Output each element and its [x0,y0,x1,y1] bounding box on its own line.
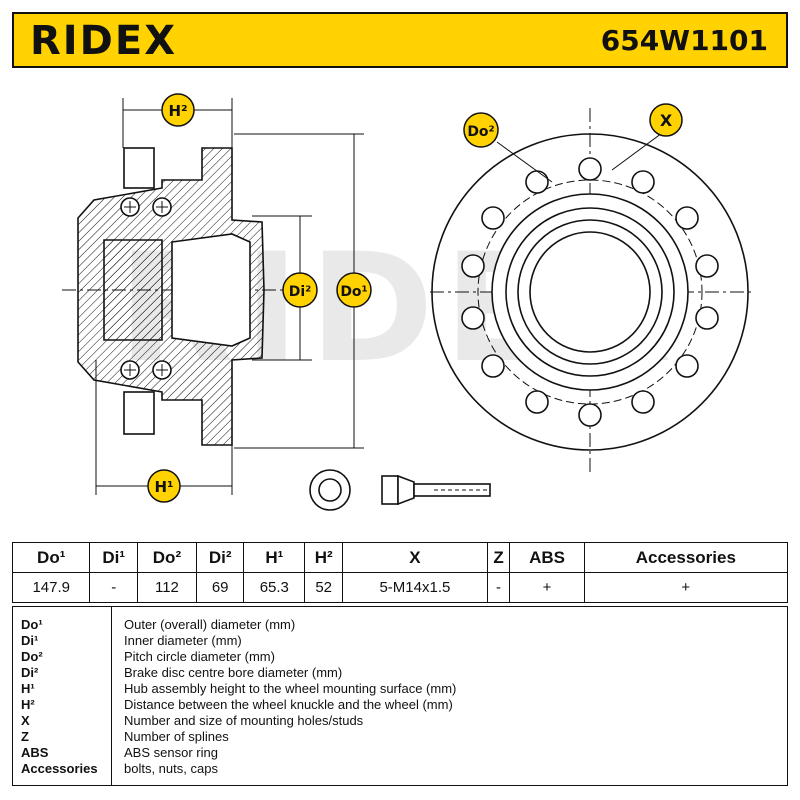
legend-desc: Number and size of mounting holes/studs [124,713,364,728]
legend-key: Accessories [21,761,98,776]
spec-header-cell: Do² [136,542,197,573]
spec-value-cell: + [509,572,585,603]
svg-text:X: X [660,111,673,130]
legend-desc: Outer (overall) diameter (mm) [124,617,296,632]
legend-row: Di² Brake disc centre bore diameter (mm) [13,665,789,681]
spec-value-cell: 112 [136,572,197,603]
legend-desc: Brake disc centre bore diameter (mm) [124,665,343,680]
svg-text:Di²: Di² [289,284,312,300]
legend-desc: Distance between the wheel knuckle and t… [124,697,453,712]
legend-row: Do² Pitch circle diameter (mm) [13,649,789,665]
label-di2: Di² [282,272,318,308]
part-number: 654W1101 [600,24,768,57]
legend-desc: ABS sensor ring [124,745,218,760]
spec-header-cell: Accessories [583,542,789,573]
label-do1: Do¹ [336,272,372,308]
legend-box: Do¹ Outer (overall) diameter (mm) Di¹ In… [12,606,788,786]
legend-key: Z [21,729,29,744]
header-bar: RIDEX 654W1101 [12,12,788,68]
spec-header-cell: H² [304,542,344,573]
hub-section-view [62,147,297,446]
legend-row: Do¹ Outer (overall) diameter (mm) [13,617,789,633]
legend-desc: bolts, nuts, caps [124,761,218,776]
legend-key: X [21,713,30,728]
legend-row: X Number and size of mounting holes/stud… [13,713,789,729]
spec-header-cell: Di² [195,542,245,573]
legend-row: Accessories bolts, nuts, caps [13,761,789,777]
svg-text:H¹: H¹ [154,478,173,496]
legend-key: Do¹ [21,617,43,632]
legend-row: Di¹ Inner diameter (mm) [13,633,789,649]
spec-value-cell: 69 [195,572,245,603]
spec-value-cell: - [486,572,511,603]
spec-header-cell: Z [486,542,511,573]
spec-header-cell: X [342,542,488,573]
label-x: X [649,103,683,137]
legend-desc: Number of splines [124,729,229,744]
legend-desc: Pitch circle diameter (mm) [124,649,275,664]
bolt-view [309,469,491,511]
spec-header-row: Do¹ Di¹ Do² Di² H¹ H² X Z ABS Accessorie… [11,542,789,573]
legend-row: H² Distance between the wheel knuckle an… [13,697,789,713]
svg-text:Do¹: Do¹ [340,284,367,300]
svg-text:Do²: Do² [467,124,494,140]
legend-divider [111,607,112,785]
legend-row: ABS ABS sensor ring [13,745,789,761]
legend-key: H¹ [21,681,35,696]
spec-value-cell: 52 [304,572,344,603]
spec-value-cell: + [583,572,789,603]
spec-header-cell: Di¹ [89,542,138,573]
spec-value-cell: 65.3 [243,572,306,603]
spec-header-cell: ABS [509,542,585,573]
legend-key: Do² [21,649,43,664]
brand-logo: RIDEX [30,18,178,64]
svg-text:H²: H² [168,102,187,120]
spec-header-cell: Do¹ [11,542,91,573]
technical-drawing: RIDEX [62,93,752,511]
legend-key: ABS [21,745,49,760]
stud-holes [461,157,719,427]
legend-row: H¹ Hub assembly height to the wheel moun… [13,681,789,697]
label-do2: Do² [463,112,499,148]
spec-value-row: 147.9 - 112 69 65.3 52 5-M14x1.5 - + + [11,572,789,603]
spec-value-cell: 5-M14x1.5 [342,572,488,603]
label-h2: H² [161,93,195,127]
hub-front-view [430,108,752,475]
legend-key: Di¹ [21,633,39,648]
spec-value-cell: - [89,572,138,603]
legend-row: Z Number of splines [13,729,789,745]
legend-key: H² [21,697,35,712]
spec-table: Do¹ Di¹ Do² Di² H¹ H² X Z ABS Accessorie… [11,542,789,603]
legend-desc: Inner diameter (mm) [124,633,242,648]
legend-key: Di² [21,665,39,680]
legend-desc: Hub assembly height to the wheel mountin… [124,681,457,696]
spec-header-cell: H¹ [243,542,306,573]
label-h1: H¹ [147,469,181,503]
spec-value-cell: 147.9 [11,572,91,603]
